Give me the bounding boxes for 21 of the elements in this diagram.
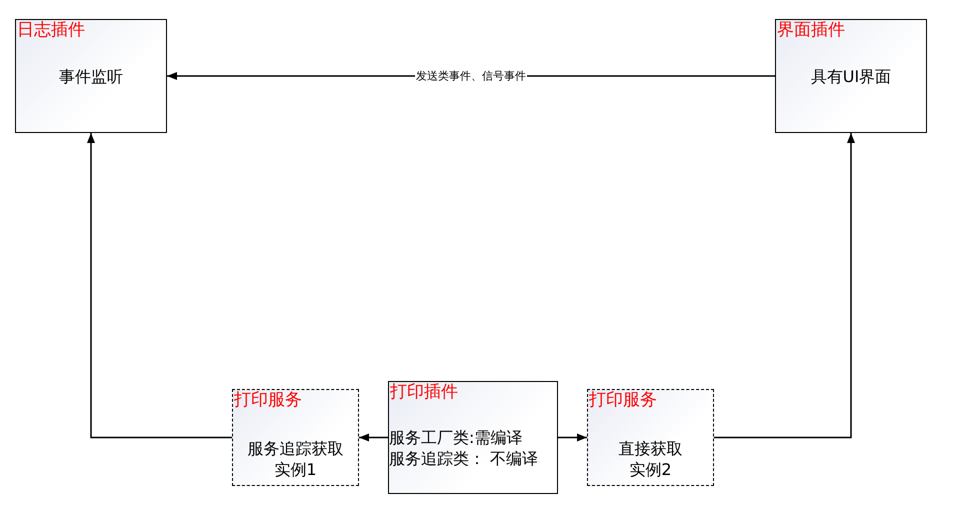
box-title: 打印服务 <box>234 390 302 411</box>
arrow <box>558 434 587 442</box>
box-title: 打印服务 <box>589 390 657 411</box>
arrow <box>87 133 232 438</box>
box-text: 事件监听 <box>59 66 123 87</box>
edge-label: 发送类事件、信号事件 <box>415 70 527 82</box>
box-title: 界面插件 <box>777 20 845 41</box>
dashed-box <box>232 389 359 486</box>
box-text: 具有UI界面 <box>810 66 892 87</box>
arrow <box>714 133 855 438</box>
box-text: 服务追踪获取实例1 <box>246 438 344 480</box>
box-text: 服务追踪类： 不编译 <box>389 448 538 469</box>
box-text: 直接获取实例2 <box>618 438 684 480</box>
arrow <box>359 434 388 442</box>
box-text: 服务工厂类:需编译 <box>389 427 522 448</box>
dashed-box <box>587 389 714 486</box>
box-title: 日志插件 <box>17 20 85 41</box>
plugin-box <box>15 19 167 133</box>
plugin-box <box>775 19 927 133</box>
box-title: 打印插件 <box>390 382 458 403</box>
plugin-box <box>388 381 558 494</box>
